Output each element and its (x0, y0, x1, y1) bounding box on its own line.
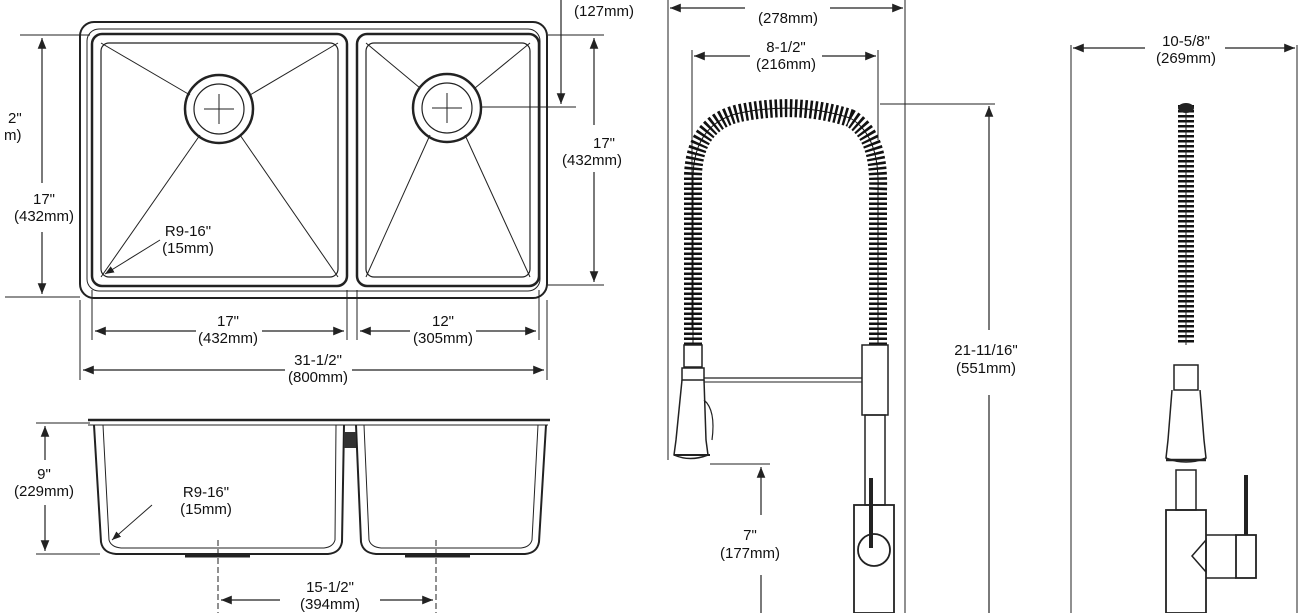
faucet-width-imperial: 10-5/8" (1162, 33, 1210, 50)
faucet-body-icon (853, 344, 895, 613)
left-bowl (90, 32, 349, 288)
faucet-reach-metric: (278mm) (758, 10, 818, 27)
faucet-height-metric: (551mm) (956, 360, 1016, 377)
left-bowl-width-imperial: 17" (217, 313, 239, 330)
overall-width-metric: (800mm) (288, 369, 348, 386)
drain-spacing-metric: (394mm) (300, 596, 360, 613)
sink-depth-imperial: 9" (37, 466, 51, 483)
top-corner-radius-metric: (15mm) (162, 240, 214, 257)
right-depth-metric: (432mm) (562, 152, 622, 169)
spray-head-icon (673, 344, 862, 460)
faucet-front-view: (278mm) 8-1/2" (216mm) 21-11/16" (551mm)… (667, 0, 1018, 613)
left-depth-metric: (432mm) (14, 208, 74, 225)
partial-top-dimension-imperial: 2" (8, 110, 22, 127)
side-corner-radius-metric: (15mm) (180, 501, 232, 518)
faucet-side-view: 10-5/8" (269mm) (1070, 33, 1298, 613)
left-bowl-width-metric: (432mm) (198, 330, 258, 347)
faucet-height-imperial: 21-11/16" (954, 342, 1017, 359)
drain-spacing-imperial: 15-1/2" (306, 579, 354, 596)
right-depth-imperial: 17" (593, 135, 615, 152)
right-bowl (355, 32, 541, 288)
side-corner-radius-imperial: R9-16" (183, 484, 229, 501)
spout-clearance-imperial: 7" (743, 527, 757, 544)
left-drain-icon (183, 73, 255, 145)
spout-reach-imperial: 8-1/2" (766, 39, 806, 56)
top-corner-radius-imperial: R9-16" (165, 223, 211, 240)
sink-side-view: 9" (229mm) R9-16" (15mm) 15-1/2" (394mm) (14, 418, 550, 613)
left-depth-imperial: 17" (33, 191, 55, 208)
right-drain-icon (411, 72, 483, 144)
right-bowl-width-imperial: 12" (432, 313, 454, 330)
spring-hose-icon (684, 99, 888, 345)
sink-depth-metric: (229mm) (14, 483, 74, 500)
spout-clearance-metric: (177mm) (720, 545, 780, 562)
sink-top-view: 2" m) 17" (432mm) 17" (432mm) (127mm) R9… (4, 0, 634, 386)
right-bowl-width-metric: (305mm) (413, 330, 473, 347)
faucet-width-metric: (269mm) (1156, 50, 1216, 67)
spout-reach-metric: (216mm) (756, 56, 816, 73)
partial-top-dimension-metric: m) (4, 127, 22, 144)
drain-offset-metric: (127mm) (574, 3, 634, 20)
overall-width-imperial: 31-1/2" (294, 352, 342, 369)
side-faucet-body-icon (1165, 364, 1257, 613)
